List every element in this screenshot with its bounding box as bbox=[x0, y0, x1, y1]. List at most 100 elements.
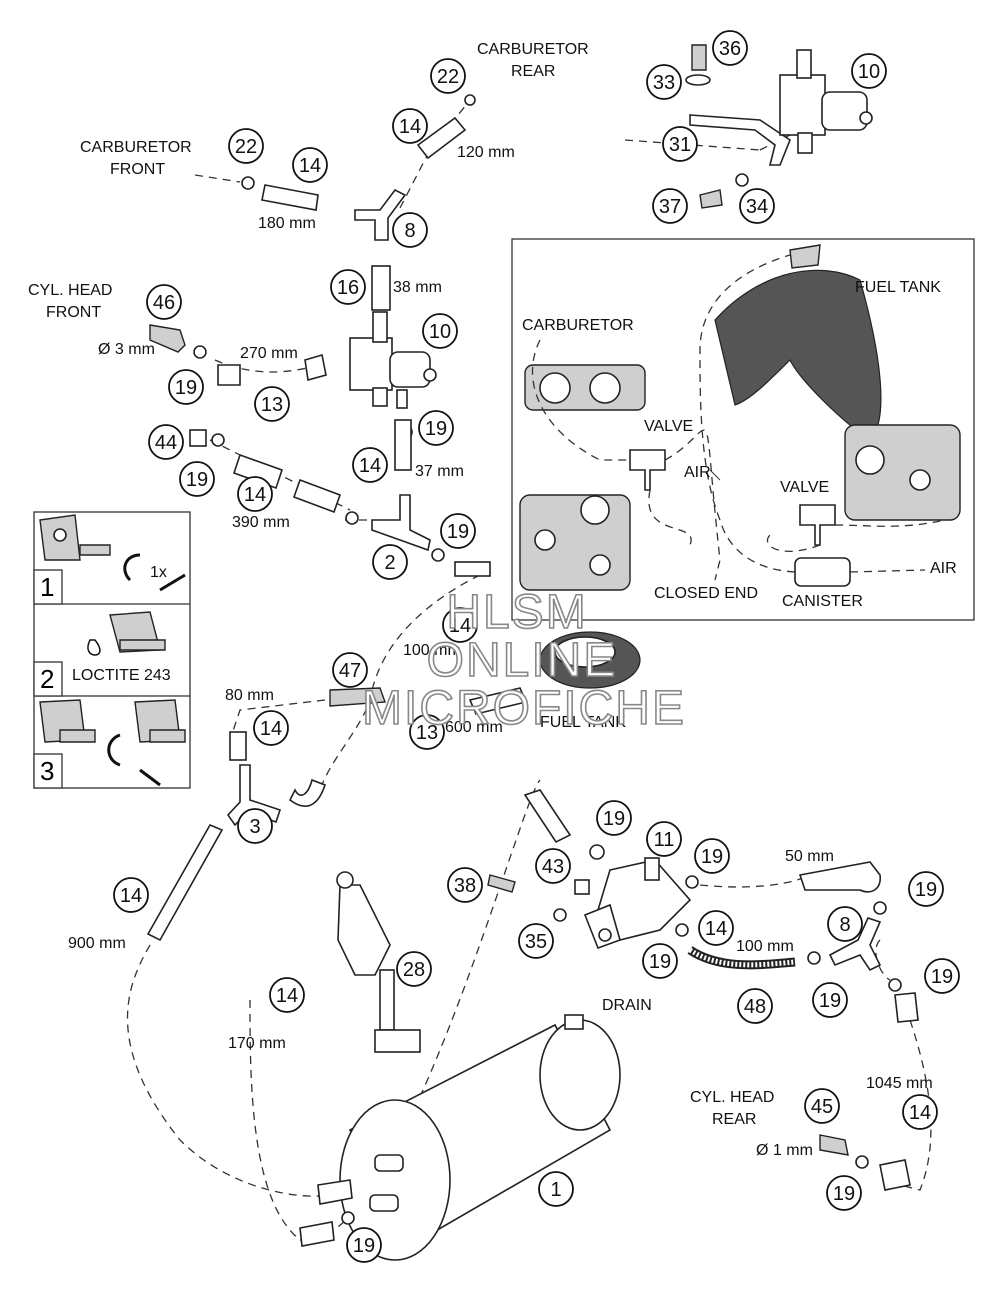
svg-text:22: 22 bbox=[437, 66, 459, 88]
callout-31: 31 bbox=[662, 126, 698, 162]
clamp-22-rear bbox=[464, 94, 476, 106]
bolt-37 bbox=[699, 189, 723, 209]
svg-text:47: 47 bbox=[339, 660, 361, 682]
inset-fuel-tank-label: FUEL TANK bbox=[855, 279, 941, 296]
callout-19: 19 bbox=[179, 461, 215, 497]
callout-19: 19 bbox=[812, 982, 848, 1018]
svg-text:19: 19 bbox=[175, 377, 197, 399]
callout-19: 19 bbox=[924, 958, 960, 994]
svg-text:22: 22 bbox=[235, 136, 257, 158]
callout-19: 19 bbox=[642, 943, 678, 979]
watermark-line-1: HLSM bbox=[446, 586, 587, 639]
svg-text:31: 31 bbox=[669, 134, 691, 156]
washer-33 bbox=[685, 74, 711, 86]
callout-14: 14 bbox=[442, 607, 478, 643]
inset-carburetor bbox=[524, 364, 646, 411]
svg-text:19: 19 bbox=[931, 966, 953, 988]
carb-front-label-2: FRONT bbox=[110, 161, 165, 178]
cyl-head-rear-label-2: REAR bbox=[712, 1111, 756, 1128]
svg-text:43: 43 bbox=[542, 856, 564, 878]
watermark: HLSM ONLINE MICROFICHE bbox=[361, 585, 685, 736]
inset-air-1-label: AIR bbox=[684, 464, 711, 481]
svg-text:33: 33 bbox=[653, 72, 675, 94]
svg-text:35: 35 bbox=[525, 931, 547, 953]
fitting-45 bbox=[819, 1134, 849, 1156]
svg-text:14: 14 bbox=[359, 455, 381, 477]
measure-390: 390 mm bbox=[232, 514, 290, 531]
svg-text:19: 19 bbox=[353, 1235, 375, 1257]
svg-text:19: 19 bbox=[649, 951, 671, 973]
loctite-label: LOCTITE 243 bbox=[72, 667, 171, 684]
svg-text:19: 19 bbox=[701, 846, 723, 868]
svg-text:19: 19 bbox=[447, 521, 469, 543]
loctite-drop-icon bbox=[87, 639, 101, 656]
y-connector-8-top bbox=[354, 188, 407, 241]
measure-100b: 100 mm bbox=[736, 938, 794, 955]
svg-text:37: 37 bbox=[659, 196, 681, 218]
measure-900: 900 mm bbox=[68, 935, 126, 952]
cyl-head-front-label-1: CYL. HEAD bbox=[28, 282, 112, 299]
svg-text:19: 19 bbox=[425, 418, 447, 440]
hose-14-390 bbox=[232, 453, 284, 490]
callout-19: 19 bbox=[346, 1227, 382, 1263]
svg-text:2: 2 bbox=[384, 552, 395, 574]
callout-14: 14 bbox=[392, 108, 428, 144]
callout-46: 46 bbox=[146, 284, 182, 320]
rotate-count: 1x bbox=[150, 564, 167, 581]
callout-19: 19 bbox=[908, 871, 944, 907]
measure-270: 270 mm bbox=[240, 345, 298, 362]
washer-34 bbox=[735, 173, 749, 187]
text-labels: CARBURETOR REAR CARBURETOR FRONT CYL. HE… bbox=[28, 41, 933, 1159]
hose-14-rear bbox=[416, 116, 467, 160]
inset-valve-2 bbox=[799, 504, 836, 546]
cyl-head-front-label-2: FRONT bbox=[46, 304, 101, 321]
watermark-line-2: ONLINE bbox=[427, 634, 618, 687]
inset-closed-end-label: CLOSED END bbox=[654, 585, 758, 602]
callout-19: 19 bbox=[694, 838, 730, 874]
measure-180: 180 mm bbox=[258, 215, 316, 232]
inset-valve-1-label: VALVE bbox=[644, 418, 693, 435]
measure-d3: Ø 3 mm bbox=[98, 341, 155, 358]
step-3-number: 3 bbox=[40, 756, 54, 786]
callout-19: 19 bbox=[826, 1175, 862, 1211]
measure-38: 38 mm bbox=[393, 279, 442, 296]
hose-14-37 bbox=[394, 419, 412, 471]
hose-14-front bbox=[261, 184, 319, 211]
svg-text:14: 14 bbox=[244, 484, 266, 506]
svg-text:14: 14 bbox=[449, 615, 471, 637]
measure-37: 37 mm bbox=[415, 463, 464, 480]
svg-text:19: 19 bbox=[603, 808, 625, 830]
callout-13: 13 bbox=[254, 386, 290, 422]
callout-14: 14 bbox=[292, 147, 328, 183]
inset-engine-right bbox=[844, 424, 961, 521]
callout-10: 10 bbox=[851, 53, 887, 89]
svg-text:36: 36 bbox=[719, 38, 741, 60]
svg-text:44: 44 bbox=[155, 432, 177, 454]
svg-text:19: 19 bbox=[819, 990, 841, 1012]
canister-1 bbox=[339, 1014, 621, 1261]
fitting-47 bbox=[329, 687, 386, 707]
callout-22: 22 bbox=[430, 58, 466, 94]
carb-rear-label-2: REAR bbox=[511, 63, 555, 80]
svg-text:19: 19 bbox=[186, 469, 208, 491]
hose-14-50 bbox=[798, 861, 881, 893]
svg-text:14: 14 bbox=[705, 918, 727, 940]
hose-13-left bbox=[217, 364, 241, 386]
bolt-38 bbox=[487, 874, 516, 893]
callout-2: 2 bbox=[372, 544, 408, 580]
callout-1: 1 bbox=[538, 1171, 574, 1207]
callout-28: 28 bbox=[396, 951, 432, 987]
callout-19: 19 bbox=[596, 800, 632, 836]
callout-14: 14 bbox=[352, 447, 388, 483]
bracket-31 bbox=[689, 114, 791, 166]
hose-14-900 bbox=[146, 823, 224, 942]
svg-text:3: 3 bbox=[249, 816, 260, 838]
callout-48: 48 bbox=[737, 988, 773, 1024]
bracket-28 bbox=[336, 871, 421, 1053]
rotate-arrow-icon-2 bbox=[107, 733, 121, 767]
svg-text:28: 28 bbox=[403, 959, 425, 981]
svg-text:14: 14 bbox=[276, 985, 298, 1007]
svg-text:10: 10 bbox=[429, 321, 451, 343]
